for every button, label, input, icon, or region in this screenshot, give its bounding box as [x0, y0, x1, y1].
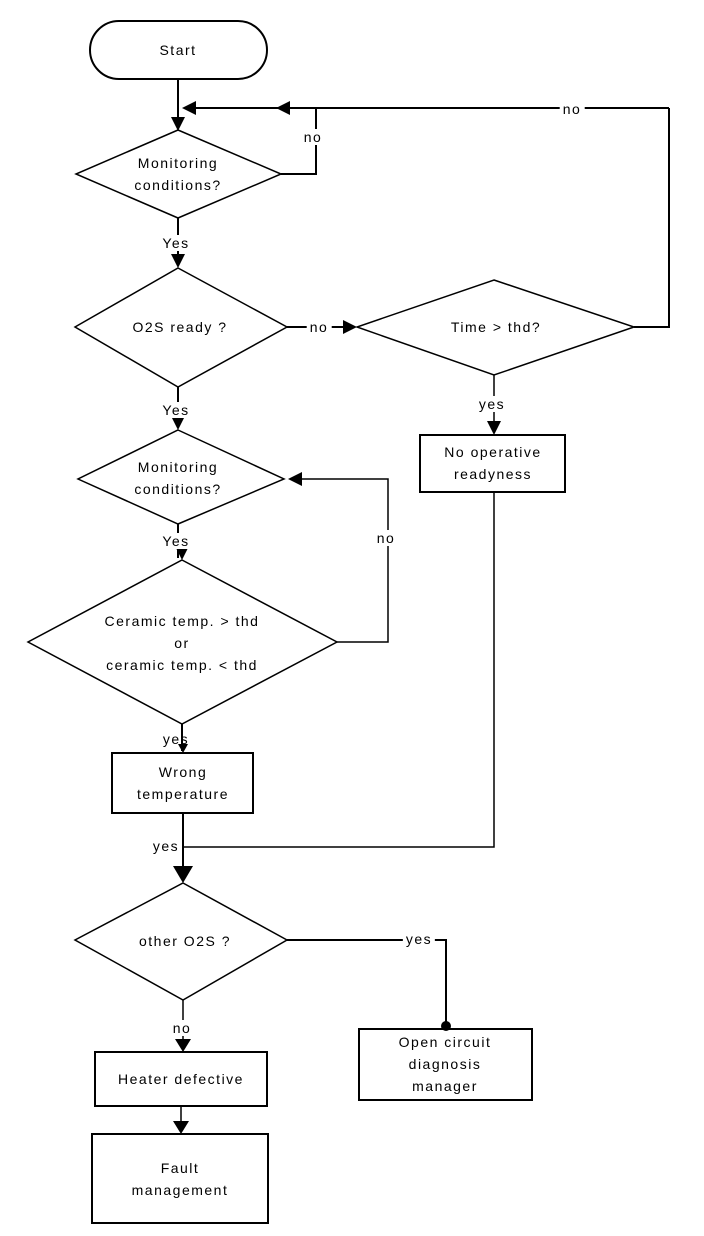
- process-fault-management-label: Fault management: [131, 1160, 229, 1198]
- edge-label-o2s-yes: Yes: [159, 402, 193, 418]
- arrowhead-into-monitoring2: [171, 416, 185, 430]
- arrowhead-into-o2s-ready: [171, 254, 185, 268]
- decision-ceramic-temp-label: Ceramic temp. > thd or ceramic temp. < t…: [104, 613, 260, 673]
- decision-ceramic-temp-shape: [26, 559, 339, 725]
- edge-label-monitoring2-yes: Yes: [159, 533, 193, 549]
- arrowhead-return-mid: [276, 101, 290, 115]
- edge-label-monitoring1-no: no: [300, 129, 326, 145]
- edge-label-outer-no: no: [559, 101, 585, 117]
- edge-label-time-yes: yes: [475, 396, 509, 412]
- process-no-operative-label: No operative readyness: [444, 444, 542, 482]
- process-heater-defective-shape: [94, 1051, 268, 1107]
- arrowhead-into-fault-management: [173, 1121, 189, 1134]
- decision-monitoring1-label: Monitoring conditions?: [134, 155, 222, 193]
- edge-label-monitoring1-yes: Yes: [159, 235, 193, 251]
- process-no-operative-shape: [419, 434, 566, 493]
- arrowhead-return-into-stem: [182, 101, 196, 115]
- arrowhead-into-ceramic: [175, 546, 189, 560]
- decision-other-o2s-shape: [73, 882, 289, 1001]
- start-terminator-label: Start: [159, 42, 197, 58]
- edge-label-o2s-no: no: [306, 319, 332, 335]
- process-wrong-temperature-shape: [111, 752, 254, 814]
- arrowhead-into-heater-defective: [175, 1039, 191, 1052]
- process-heater-defective-label: Heater defective: [118, 1071, 244, 1087]
- edge-label-ceramic-no: no: [373, 530, 399, 546]
- process-fault-management-shape: [91, 1133, 269, 1224]
- edge-other-o2s-yes: [287, 939, 447, 1026]
- arrowhead-into-no-operative: [487, 421, 501, 435]
- arrowhead-into-other-o2s: [173, 866, 193, 883]
- process-open-circuit-shape: [358, 1028, 533, 1101]
- arrowhead-into-monitoring2-right: [288, 472, 302, 486]
- arrowhead-into-monitoring1: [171, 117, 185, 131]
- decision-time-thd-shape: [354, 279, 637, 376]
- decision-o2s-ready-label: O2S ready ?: [132, 319, 228, 335]
- decision-monitoring2-label: Monitoring conditions?: [134, 459, 222, 497]
- edge-label-ceramic-yes: yes: [162, 731, 190, 747]
- decision-monitoring1-shape: [74, 129, 283, 219]
- edge-label-junction-yes: yes: [152, 838, 180, 854]
- arrowhead-into-time-thd: [343, 320, 357, 334]
- junction-dot-open-circuit: [441, 1021, 451, 1031]
- process-wrong-temperature-label: Wrong temperature: [137, 764, 229, 802]
- decision-monitoring2-shape: [76, 429, 286, 525]
- edge-label-other-o2s-no: no: [169, 1020, 195, 1036]
- edge-outer-no-loop: [634, 108, 670, 328]
- arrowhead-into-wrong-temperature: [178, 744, 188, 753]
- edge-ceramic-no-loop: [292, 478, 389, 643]
- edge-label-other-o2s-yes: yes: [402, 931, 436, 947]
- decision-other-o2s-label: other O2S ?: [139, 933, 231, 949]
- start-terminator-shape: [89, 20, 268, 80]
- decision-o2s-ready-shape: [73, 267, 289, 388]
- decision-time-thd-label: Time > thd?: [450, 319, 542, 335]
- edge-no-operative-to-junction: [183, 492, 495, 848]
- process-open-circuit-label: Open circuit diagnosis manager: [398, 1034, 492, 1094]
